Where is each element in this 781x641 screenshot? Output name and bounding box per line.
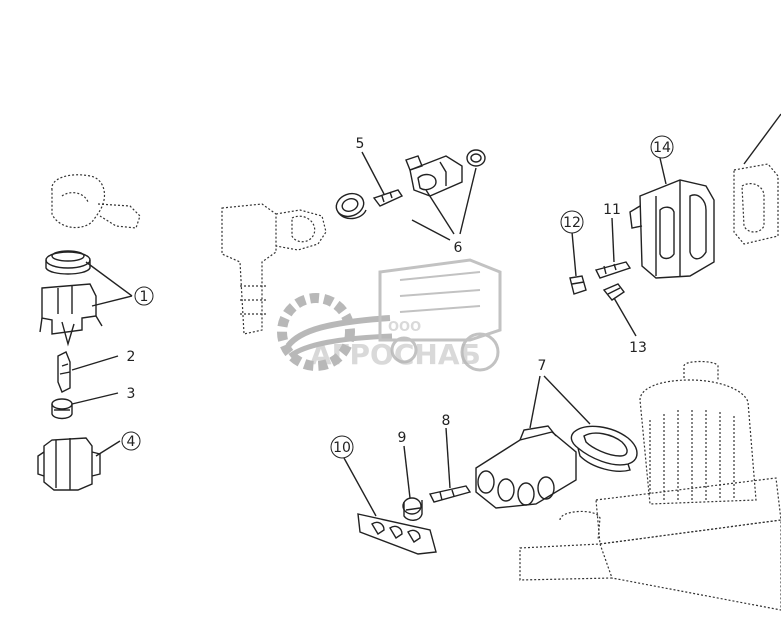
callout-9: 9 (398, 430, 407, 446)
valve-body-background (221, 203, 327, 335)
callout-5-label: 5 (356, 136, 365, 152)
terminal-11-part (594, 261, 632, 279)
callout-2: 2 (127, 349, 136, 365)
terminal-8-part (428, 485, 472, 503)
callout-5: 5 (356, 136, 365, 152)
watermark-name: АГРОСНАБ (310, 338, 481, 371)
terminal-lock-10-part (357, 513, 437, 555)
seal-3-part (51, 398, 73, 420)
callout-8: 8 (442, 413, 451, 429)
callout-14: 14 (650, 135, 674, 159)
seal-ring-part (45, 250, 91, 275)
terminal-2-part (57, 351, 71, 393)
callouts: 1 2 3 4 5 6 7 8 9 10 11 (121, 135, 674, 459)
watermark: ООО АГРОСНАБ (277, 258, 502, 372)
callout-7-label: 7 (538, 358, 547, 374)
callout-4: 4 (121, 431, 141, 451)
callout-11: 11 (603, 202, 621, 218)
callout-1-label: 1 (140, 289, 149, 305)
callout-2-label: 2 (127, 349, 136, 365)
callout-12: 12 (560, 210, 584, 234)
seal-ring-7-part (570, 425, 638, 472)
callout-11-label: 11 (603, 202, 621, 218)
connector-housing-1-part (39, 283, 103, 347)
callout-9-label: 9 (398, 430, 407, 446)
watermark-gear-icon (277, 293, 393, 371)
callout-6-label: 6 (454, 240, 463, 256)
actuator-background-right (519, 360, 781, 611)
callout-3-label: 3 (127, 386, 136, 402)
sensor-background-left (51, 174, 141, 229)
callout-3: 3 (127, 386, 136, 402)
terminal-5-part (372, 189, 404, 207)
callout-1: 1 (134, 286, 154, 306)
callout-10-label: 10 (333, 440, 351, 456)
callout-10: 10 (330, 435, 354, 459)
callout-4-label: 4 (127, 434, 136, 450)
seal-6-part (466, 149, 486, 167)
watermark-harvester-icon (378, 258, 502, 372)
seal-9-part (402, 497, 423, 521)
callout-13-label: 13 (629, 340, 647, 356)
callout-6: 6 (454, 240, 463, 256)
leader-lines (71, 151, 667, 517)
callout-7: 7 (538, 358, 547, 374)
callout-8-label: 8 (442, 413, 451, 429)
connector-14-part (629, 179, 715, 279)
connector-7-part (475, 425, 577, 509)
grommet-6-part (335, 192, 367, 220)
seal-13-part (602, 283, 626, 301)
connector-background-top-right (733, 113, 781, 245)
watermark-prefix: ООО (388, 320, 421, 335)
seal-12-part (569, 275, 587, 295)
callout-12-label: 12 (563, 215, 581, 231)
callout-13: 13 (629, 340, 647, 356)
connector-6-part (405, 155, 463, 197)
connector-housing-4-part (37, 437, 101, 491)
callout-14-label: 14 (653, 140, 671, 156)
